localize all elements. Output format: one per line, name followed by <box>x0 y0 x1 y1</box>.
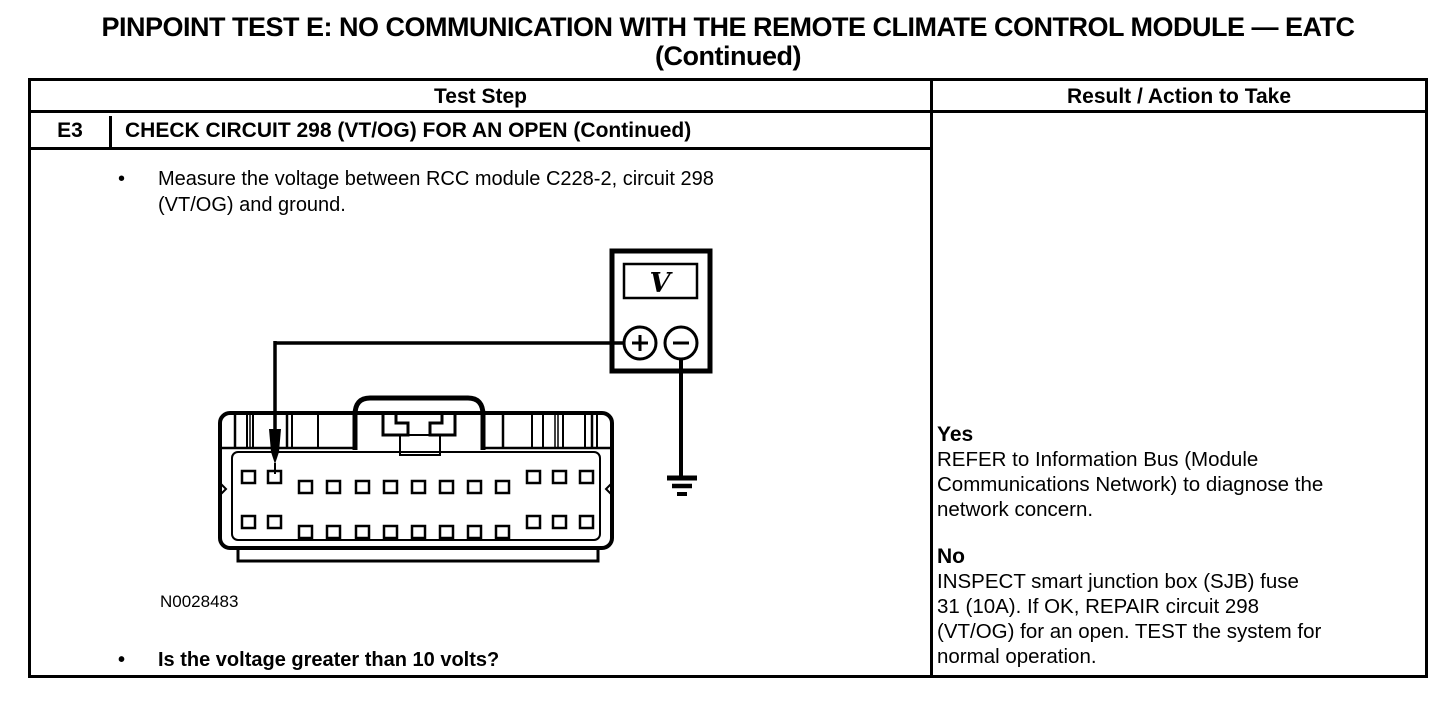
step-id: E3 <box>31 116 112 147</box>
header-result-action: Result / Action to Take <box>933 81 1425 113</box>
page-title: PINPOINT TEST E: NO COMMUNICATION WITH T… <box>0 13 1456 71</box>
positive-lead-wire <box>273 341 624 431</box>
connector-pins <box>240 469 595 540</box>
no-label: No <box>937 545 965 568</box>
question-text: Is the voltage greater than 10 volts? <box>158 649 500 671</box>
page-title-line2: (Continued) <box>655 41 801 71</box>
header-test-step: Test Step <box>31 81 930 113</box>
yes-action-text: REFER to Information Bus (Module Communi… <box>937 448 1324 521</box>
measure-instruction-text: Measure the voltage between RCC module C… <box>158 168 714 216</box>
ground-symbol-icon <box>667 359 697 496</box>
column-divider <box>930 81 933 675</box>
question-item: • Is the voltage greater than 10 volts? <box>118 647 918 673</box>
measure-instruction: • Measure the voltage between RCC module… <box>118 166 918 218</box>
result-gap <box>937 522 1423 544</box>
yes-label: Yes <box>937 423 974 446</box>
wiring-diagram: V <box>200 245 730 580</box>
step-title: CHECK CIRCUIT 298 (VT/OG) FOR AN OPEN (C… <box>125 119 692 142</box>
voltmeter-icon: V <box>609 248 713 374</box>
no-action-text: INSPECT smart junction box (SJB) fuse 31… <box>937 570 1322 668</box>
pinpoint-test-table: Test Step Result / Action to Take E3 CHE… <box>28 78 1428 678</box>
figure-number-label: N0028483 <box>160 592 239 611</box>
step-row-e3: E3 CHECK CIRCUIT 298 (VT/OG) FOR AN OPEN… <box>31 116 930 150</box>
connector-icon <box>218 395 614 563</box>
meter-display-label: V <box>650 268 674 299</box>
plus-terminal-icon <box>622 325 658 361</box>
connector-latch-icon <box>352 395 486 456</box>
page-title-line1: PINPOINT TEST E: NO COMMUNICATION WITH T… <box>101 12 1355 42</box>
voltmeter-connector-diagram: V <box>218 248 713 563</box>
bullet-icon: • <box>118 168 126 190</box>
bullet-icon: • <box>118 649 126 671</box>
result-action-cell: Yes REFER to Information Bus (Module Com… <box>937 422 1423 669</box>
